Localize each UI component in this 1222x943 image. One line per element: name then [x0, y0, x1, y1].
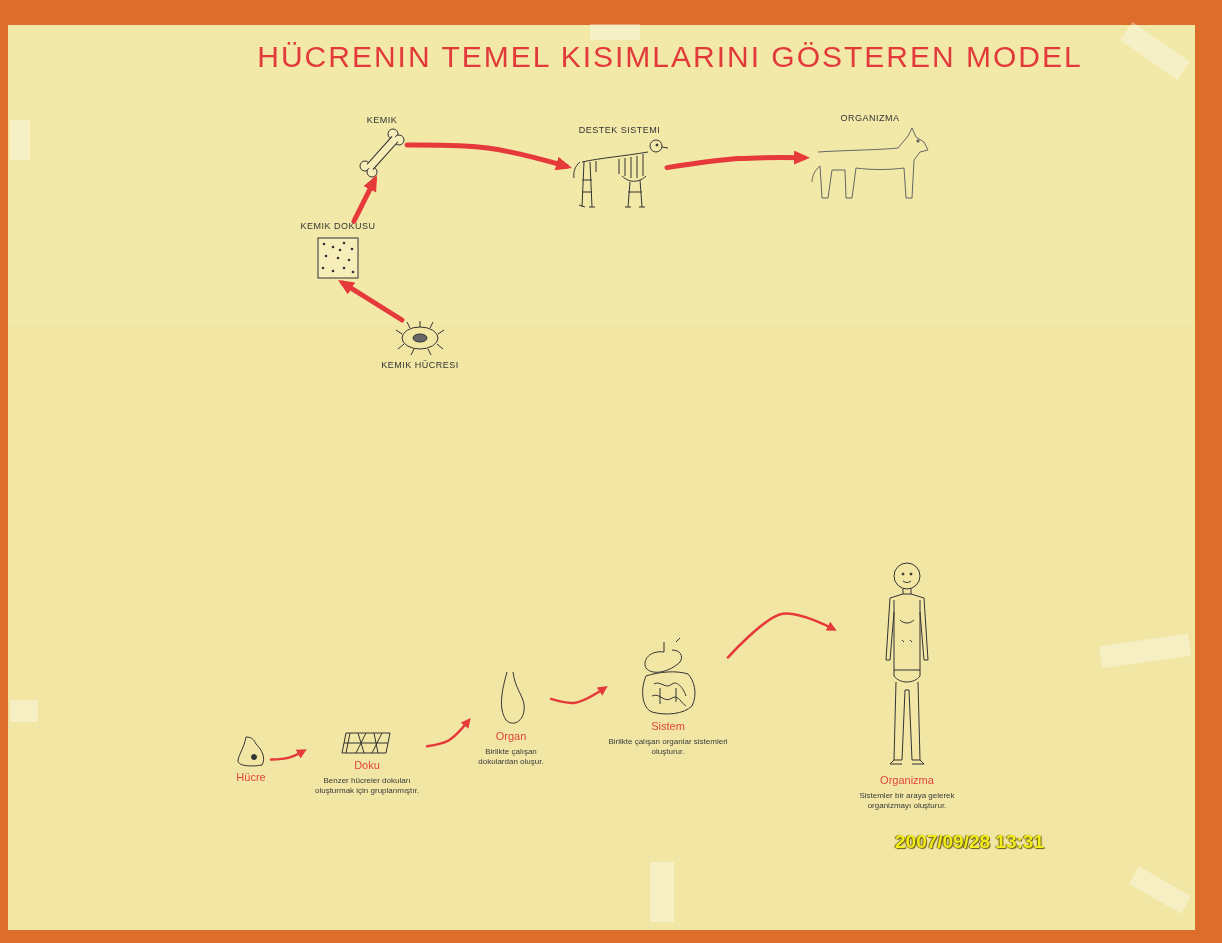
flow-arrow	[354, 180, 374, 221]
bone-tissue: KEMIK DOKUSU	[298, 221, 378, 280]
stage-description: Sistemler bir araya gelerek organizmayı …	[837, 791, 977, 810]
flow-arrow	[728, 613, 833, 657]
flow-arrow	[427, 721, 468, 746]
stage-label: KEMIK DOKUSU	[298, 221, 378, 232]
stage-description: Birlikte çalışan organlar sistemleri olu…	[608, 737, 728, 756]
bone-cell: KEMIK HÜCRESI	[375, 320, 465, 371]
cell-stage: Hücre	[231, 735, 271, 784]
organ-stage: OrganBirlikte çalışan dokulardan oluşur.	[471, 670, 551, 766]
stage-label: Sistem	[608, 720, 728, 733]
stage-label: Organ	[471, 730, 551, 743]
stage-label: KEMIK HÜCRESI	[375, 360, 465, 371]
poster-title: HÜCRENIN TEMEL KISIMLARINI GÖSTEREN MODE…	[200, 40, 1140, 74]
date-stamp: 2007/09/28 13:31	[895, 831, 1044, 853]
organism: ORGANIZMA	[810, 113, 930, 202]
tissue-stage: DokuBenzer hücreler dokuları oluşturmak …	[307, 730, 427, 795]
system-stage: SistemBirlikte çalışan organlar sistemle…	[608, 640, 728, 756]
support-system: DESTEK SISTEMI	[572, 125, 667, 210]
stage-label: Hücre	[231, 771, 271, 784]
stage-label: Doku	[307, 759, 427, 772]
stage-description: Birlikte çalışan dokulardan oluşur.	[471, 747, 551, 766]
flow-arrow	[343, 283, 402, 320]
stage-label: Organizma	[837, 774, 977, 787]
flow-arrow	[407, 145, 566, 166]
flow-arrow	[667, 158, 804, 168]
flow-arrow	[551, 688, 604, 703]
stage-label: ORGANIZMA	[810, 113, 930, 124]
bone: KEMIK	[357, 115, 407, 175]
stage-label: DESTEK SISTEMI	[572, 125, 667, 136]
stage-description: Benzer hücreler dokuları oluşturmak için…	[307, 776, 427, 795]
stage-label: KEMIK	[357, 115, 407, 126]
organism-stage: OrganizmaSistemler bir araya gelerek org…	[837, 560, 977, 810]
flow-arrow	[271, 751, 303, 759]
